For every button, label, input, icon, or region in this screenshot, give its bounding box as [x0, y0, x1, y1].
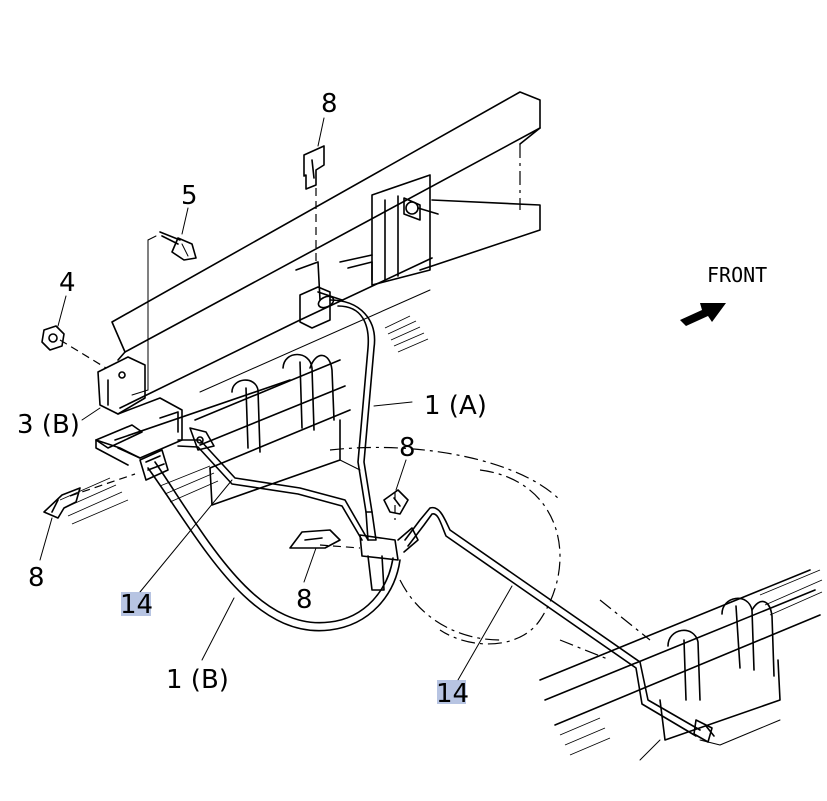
frame-crossmember	[339, 174, 439, 286]
brake-pipe-14-left	[177, 427, 369, 541]
callout-8-right: 8	[399, 433, 416, 463]
callout-1a: 1 (A)	[424, 391, 487, 421]
hose-bracket-frame	[295, 261, 343, 329]
brake-pipe-1b	[147, 461, 401, 632]
clip-8-middle	[289, 529, 341, 549]
callout-4: 4	[59, 268, 76, 298]
highlight-14-right	[437, 680, 466, 704]
callout-8-middle: 8	[296, 585, 313, 615]
callout-8-left: 8	[28, 563, 45, 593]
tee-joint	[139, 449, 419, 591]
callout-14-right: 14	[436, 679, 469, 709]
callout-14-left: 14	[120, 590, 153, 620]
brake-pipe-14-right	[404, 506, 715, 743]
front-label: FRONT	[707, 263, 767, 287]
callout-3b: 3 (B)	[17, 410, 80, 440]
rear-axle-housing	[329, 446, 651, 661]
bolt-5	[159, 231, 197, 261]
callout-8-top: 8	[321, 89, 338, 119]
clip-8-left	[43, 487, 81, 519]
assembly-leader-lines	[59, 188, 396, 549]
leaf-spring-left	[194, 353, 361, 506]
front-arrow	[680, 303, 726, 326]
nut-4	[41, 325, 65, 351]
leaf-spring-right	[539, 569, 823, 761]
callout-leaders	[39, 117, 513, 681]
callout-5: 5	[181, 181, 198, 211]
bracket-3b	[95, 356, 183, 466]
clip-8-right	[383, 489, 409, 515]
clip-8-top	[303, 145, 325, 190]
highlight-14-left	[121, 592, 151, 616]
brake-pipe-1a	[329, 299, 377, 541]
callout-1b: 1 (B)	[166, 665, 229, 695]
